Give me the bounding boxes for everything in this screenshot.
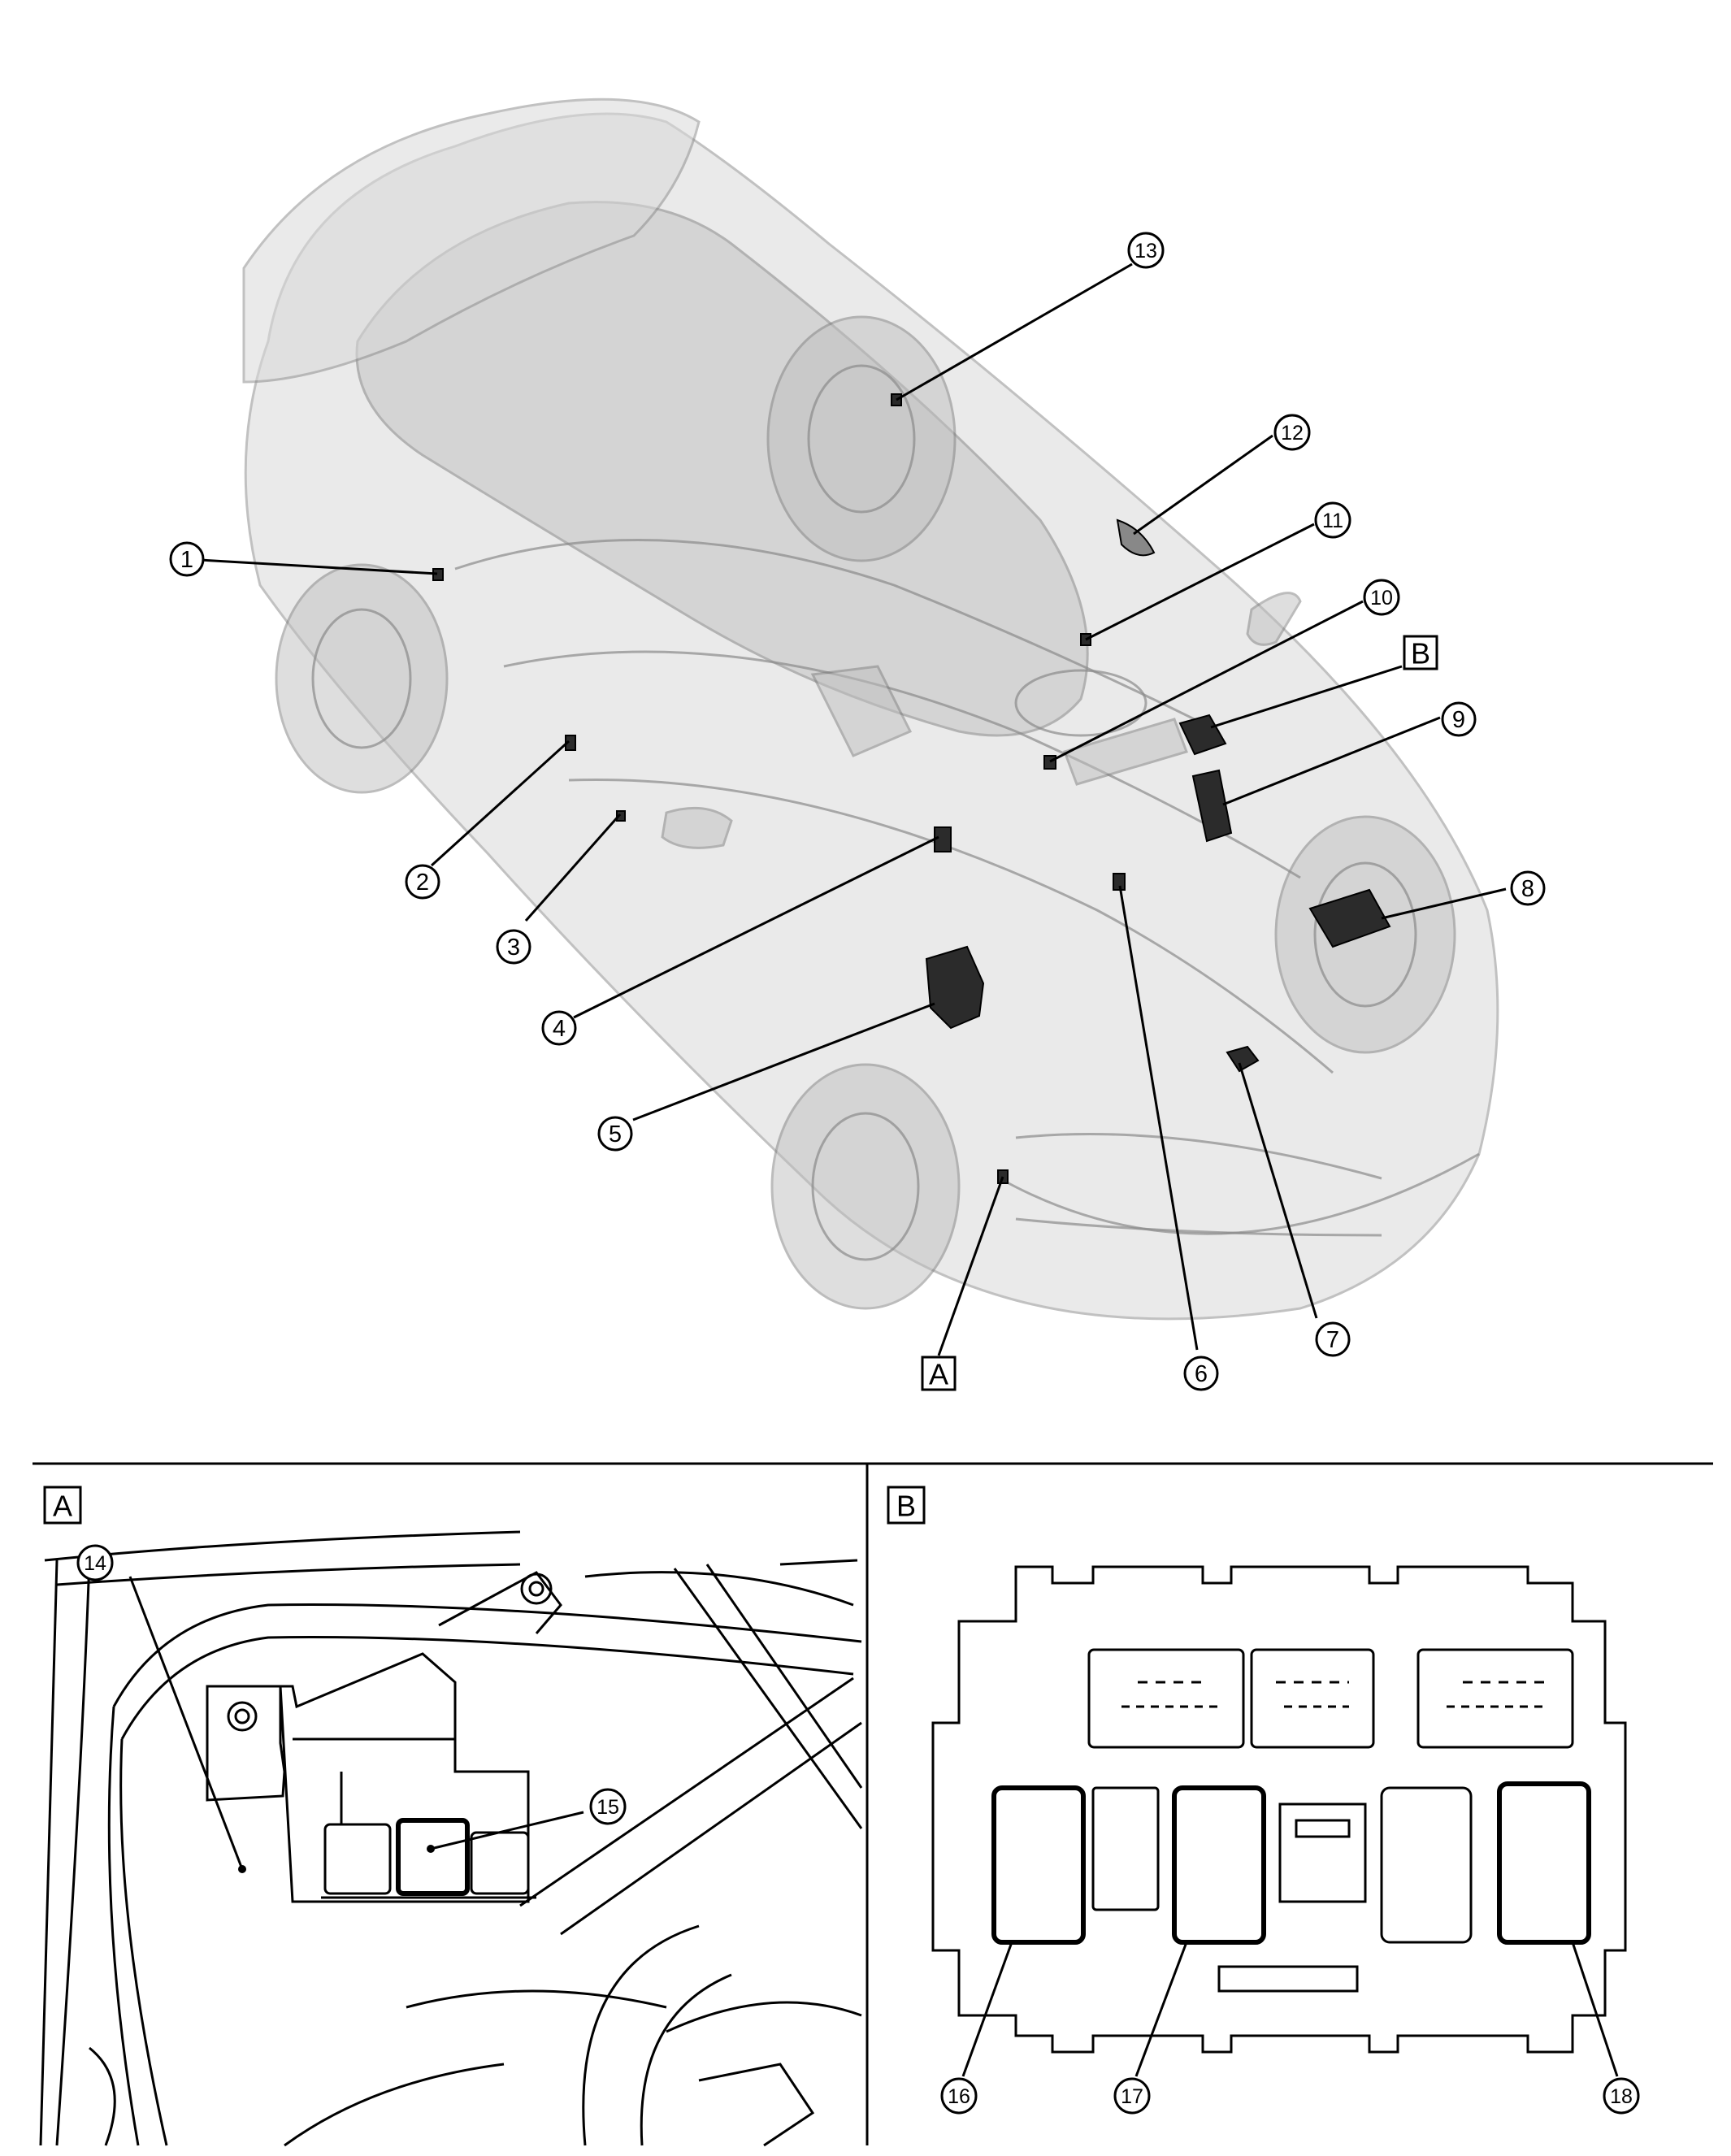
- svg-text:15: 15: [597, 1796, 619, 1819]
- svg-text:17: 17: [1121, 2085, 1143, 2108]
- component-7: [1226, 1045, 1260, 1073]
- left-mirror: [661, 806, 733, 849]
- rear-left-wheel: [275, 563, 449, 794]
- callout-16: 16: [940, 2077, 978, 2115]
- connector-empty: [1380, 1786, 1473, 1944]
- callout-1: 1: [169, 541, 205, 577]
- view-label-b: B: [1403, 635, 1438, 670]
- fuse-block-housing: [931, 1565, 1627, 2054]
- callout-4: 4: [541, 1010, 577, 1046]
- component-12: [1116, 518, 1156, 557]
- detail-panels-frame: [33, 1462, 1713, 2145]
- instrument-panel: [1063, 718, 1188, 786]
- callout-2: 2: [405, 864, 440, 900]
- svg-text:4: 4: [553, 1016, 566, 1042]
- component-4: [934, 826, 952, 852]
- svg-text:1: 1: [180, 547, 193, 573]
- connector-small-latch: [1091, 1786, 1160, 1911]
- svg-text:A: A: [929, 1358, 948, 1391]
- steering-wheel: [1014, 669, 1147, 737]
- component-3: [616, 810, 626, 822]
- rear-right-wheel: [766, 315, 957, 562]
- svg-text:13: 13: [1134, 240, 1157, 262]
- svg-text:B: B: [1411, 637, 1430, 670]
- view-label-a: A: [921, 1356, 957, 1391]
- callout-13: 13: [1127, 232, 1165, 269]
- component-6: [1113, 873, 1126, 891]
- svg-text:11: 11: [1322, 510, 1343, 532]
- component-b-location: [1178, 714, 1227, 756]
- svg-text:16: 16: [948, 2085, 970, 2108]
- connector-16: [991, 1785, 1086, 1945]
- callout-9: 9: [1441, 701, 1477, 737]
- component-10: [1043, 755, 1056, 770]
- relay-right: [470, 1831, 530, 1895]
- callout-7: 7: [1315, 1321, 1351, 1357]
- callout-12: 12: [1273, 414, 1311, 451]
- svg-text:8: 8: [1521, 876, 1534, 902]
- relay-15: [396, 1818, 470, 1896]
- right-mirror: [1246, 592, 1302, 646]
- front-seat: [810, 665, 913, 757]
- leader-lines: [199, 262, 1507, 1356]
- component-9: [1191, 769, 1233, 843]
- callout-10: 10: [1363, 579, 1400, 616]
- callout-11: 11: [1314, 501, 1351, 539]
- front-left-wheel: [770, 1063, 961, 1310]
- svg-text:18: 18: [1610, 2085, 1633, 2108]
- detail-a-panel: A: [39, 1486, 863, 2147]
- callout-8: 8: [1510, 870, 1546, 906]
- callout-18: 18: [1603, 2077, 1640, 2115]
- callout-17: 17: [1113, 2077, 1151, 2115]
- svg-text:14: 14: [84, 1552, 106, 1575]
- svg-text:B: B: [896, 1490, 916, 1523]
- callout-6: 6: [1183, 1356, 1219, 1391]
- svg-text:6: 6: [1195, 1361, 1208, 1387]
- connector-18: [1497, 1781, 1591, 1945]
- svg-text:2: 2: [416, 870, 429, 896]
- component-8: [1308, 888, 1391, 948]
- vehicle-phantom-view: [242, 98, 1499, 1321]
- vehicle-components: [432, 393, 1391, 1184]
- connector-17: [1172, 1785, 1266, 1945]
- svg-text:A: A: [53, 1490, 72, 1523]
- callout-3: 3: [496, 929, 531, 965]
- svg-text:12: 12: [1281, 422, 1304, 445]
- svg-text:3: 3: [507, 935, 520, 961]
- component-5: [925, 945, 985, 1030]
- top-connectors: [1087, 1648, 1574, 1749]
- svg-text:5: 5: [609, 1121, 622, 1147]
- callout-5: 5: [597, 1116, 633, 1152]
- relay-left: [323, 1823, 392, 1895]
- detail-b-panel: B: [887, 1486, 1627, 2077]
- svg-text:10: 10: [1370, 587, 1393, 609]
- svg-text:9: 9: [1452, 707, 1465, 733]
- svg-text:7: 7: [1326, 1327, 1339, 1353]
- callout-15: 15: [589, 1788, 627, 1825]
- callout-14: 14: [76, 1544, 114, 1581]
